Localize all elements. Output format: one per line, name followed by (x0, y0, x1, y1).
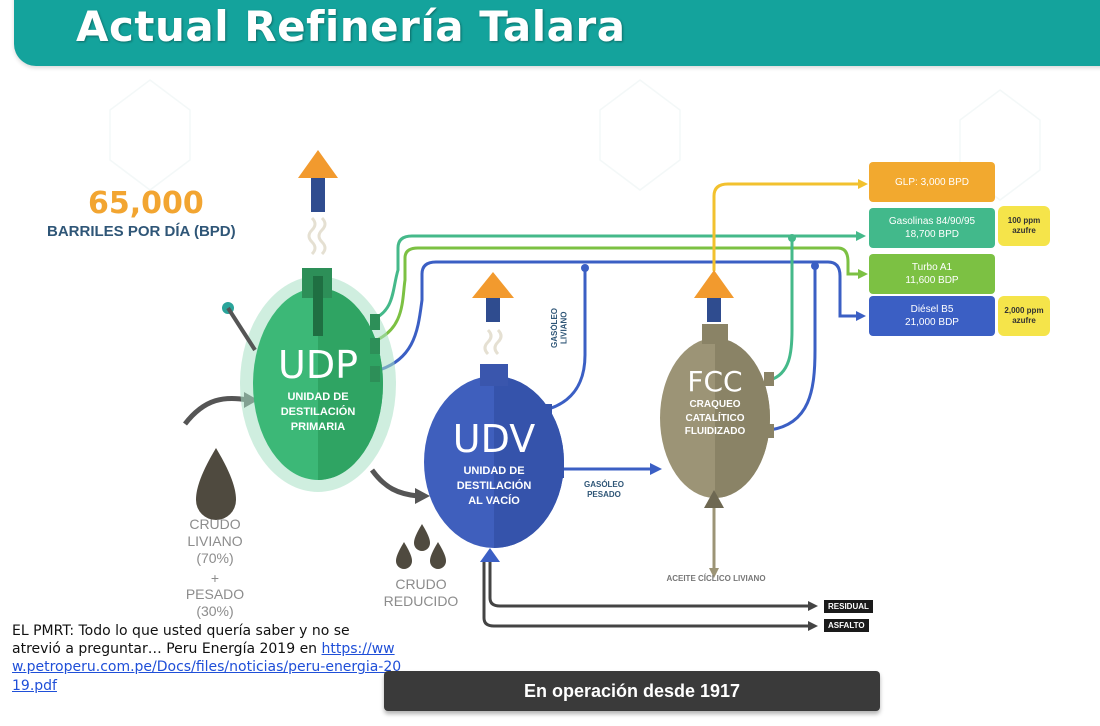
page-title: Actual Refinería Talara (76, 2, 626, 51)
sulfur-gasolinas-line1: 100 ppm (1007, 216, 1041, 226)
fcc-diesel-line (768, 264, 817, 432)
fcc-unit: FCC CRAQUEO CATALÍTICO FLUIDIZADO (670, 368, 760, 439)
fcc-vessel (660, 324, 774, 508)
crude-drops (196, 448, 446, 569)
diesel-line (370, 260, 858, 374)
sulfur-gasolinas-line2: azufre (1012, 226, 1036, 235)
product-gasolinas: Gasolinas 84/90/95 18,700 BPD (869, 208, 995, 248)
udp-vessel (222, 268, 396, 492)
product-gasolinas-name: Gasolinas 84/90/95 (888, 216, 976, 227)
background-hex-pattern (109, 79, 1041, 201)
crude-feed-arrow (183, 395, 249, 426)
product-gasolinas-volume: 18,700 BPD (905, 229, 959, 240)
gases-label: GASES (306, 186, 312, 208)
capacity-number: 65,000 (88, 186, 204, 221)
product-glp: GLP: 3,000 BPD (869, 162, 995, 202)
reduced-crude-arrow (369, 468, 419, 499)
gas-outlet-arrows (298, 150, 734, 322)
udp-unit: UDP UNIDAD DE DESTILACIÓN PRIMARIA (270, 346, 366, 435)
product-turbo-name: Turbo A1 (911, 262, 953, 273)
light-gasoil-label: GASÓLEO LIVIANO (550, 308, 569, 349)
udv-light-gasoil-line (543, 266, 587, 412)
udv-name: UNIDAD DE DESTILACIÓN AL VACÍO (456, 465, 532, 507)
product-turbo: Turbo A1 11,600 BDP (869, 254, 995, 294)
product-diesel: Diésel B5 21,000 BDP (869, 296, 995, 336)
udv-unit: UDV UNIDAD DE DESTILACIÓN AL VACÍO (448, 420, 540, 509)
crude-light-label: CRUDO LIVIANO (70%) (187, 516, 243, 566)
product-glp-name: GLP: 3,000 BPD (895, 176, 969, 188)
vapor-wisps (307, 216, 503, 356)
udp-abbr: UDP (278, 343, 358, 387)
glp-line (712, 182, 862, 272)
source-note: EL PMRT: Todo lo que usted quería saber … (12, 622, 402, 695)
sulfur-diesel-line2: azufre (1012, 316, 1036, 325)
gasoline-line (370, 234, 858, 322)
light-cycle-oil-label: ACEITE CÍCLICO LIVIANO (666, 574, 766, 583)
source-link[interactable]: https://www.petroperu.com.pe/Docs/files/… (12, 641, 402, 694)
product-arrowheads (581, 179, 868, 578)
sulfur-note-gasolinas: 100 ppm azufre (998, 206, 1050, 246)
product-diesel-name: Diésel B5 (910, 304, 954, 315)
crude-plus-sign: + (210, 570, 220, 586)
heavy-gasoil-label: GASÓLEO PESADO (583, 480, 624, 499)
sulfur-diesel-line1: 2,000 ppm (1004, 306, 1044, 316)
asphalt-outlet-label: ASFALTO (824, 619, 869, 632)
asphalt-line (482, 560, 812, 628)
status-text: En operación desde 1917 (523, 680, 741, 701)
turbo-line (370, 246, 860, 344)
crude-heavy-label: PESADO (30%) (185, 586, 245, 619)
source-text: EL PMRT: Todo lo que usted quería saber … (12, 623, 350, 658)
title-banner (14, 0, 1100, 66)
status-banner: En operación desde 1917 (384, 671, 880, 711)
product-turbo-volume: 11,600 BDP (905, 275, 959, 286)
fcc-abbr: FCC (687, 365, 743, 398)
udv-abbr: UDV (452, 417, 536, 461)
fcc-name: CRAQUEO CATALÍTICO FLUIDIZADO (684, 399, 746, 437)
capacity-label: BARRILES POR DÍA (BPD) (47, 223, 236, 240)
residual-line (488, 560, 812, 608)
sulfur-note-diesel: 2,000 ppm azufre (998, 296, 1050, 336)
residual-outlet-label: RESIDUAL (824, 600, 873, 613)
reduced-crude-label: CRUDO REDUCIDO (383, 576, 459, 609)
udp-name: UNIDAD DE DESTILACIÓN PRIMARIA (280, 391, 356, 433)
product-diesel-volume: 21,000 BDP (905, 317, 959, 328)
fcc-gasoline-line (768, 236, 794, 382)
udv-vessel (424, 364, 564, 548)
